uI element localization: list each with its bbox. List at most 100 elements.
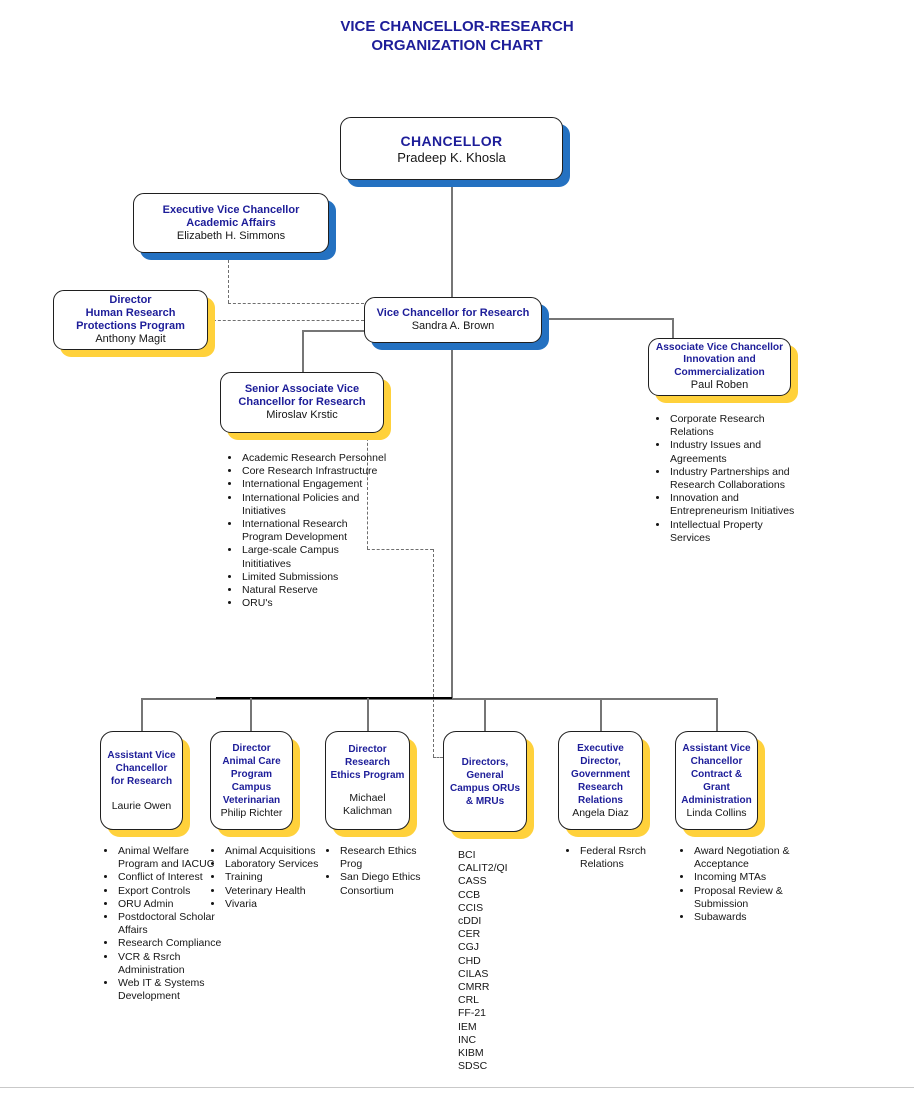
list-item: BCI bbox=[458, 849, 476, 861]
list-item: CRL bbox=[458, 994, 480, 1007]
page-title: VICE CHANCELLOR-RESEARCH ORGANIZATION CH… bbox=[340, 18, 574, 54]
node-person-name: Angela Diaz bbox=[572, 806, 629, 819]
bullet-list-avc-innovation: Corporate Research RelationsIndustry Iss… bbox=[656, 413, 805, 545]
list-item: CER bbox=[458, 928, 481, 941]
bullet-list-govt-relations: Federal Rsrch Relations bbox=[566, 845, 685, 871]
list-item: CHD bbox=[458, 954, 481, 967]
node-person-name: Pradeep K. Khosla bbox=[397, 149, 506, 165]
list-item: Innovation and Entrepreneurism Initiativ… bbox=[669, 492, 805, 518]
list-item: CILAS bbox=[458, 967, 489, 980]
node-contract-grant-avc: Assistant Vice Chancellor Contract & Gra… bbox=[675, 731, 758, 830]
connector-drop-contract-grant bbox=[716, 698, 718, 731]
list-item: CCB bbox=[458, 888, 481, 901]
list-item: International Engagement bbox=[241, 478, 387, 491]
list-item: FF-21 bbox=[458, 1007, 487, 1020]
list-item: San Diego Ethics Consortium bbox=[339, 871, 439, 897]
bullet-list-animal-care: Animal AcquisitionsLaboratory ServicesTr… bbox=[211, 845, 324, 911]
node-govt-research-relations: Executive Director, Government Research … bbox=[558, 731, 643, 830]
node-chancellor: CHANCELLOR Pradeep K. Khosla bbox=[340, 117, 563, 180]
list-item: Vivaria bbox=[224, 898, 324, 911]
connector-drop-govt-relations bbox=[600, 698, 602, 731]
node-title: Director Human Research Protections Prog… bbox=[76, 294, 185, 332]
node-person-name: Elizabeth H. Simmons bbox=[176, 229, 286, 242]
page-edge-line bbox=[0, 1087, 914, 1088]
list-item: Award Negotiation & Acceptance bbox=[693, 845, 809, 871]
connector-vcr-savc bbox=[302, 330, 365, 332]
connector-vcr-avc-innovation bbox=[542, 318, 673, 320]
node-title: CHANCELLOR bbox=[400, 132, 503, 149]
connector-drop-orus-mrus bbox=[484, 698, 486, 731]
node-person-name: Philip Richter bbox=[220, 806, 283, 819]
list-item: CMRR bbox=[458, 981, 490, 994]
bullet-list-asst-vc-research: Animal Welfare Program and IACUCConflict… bbox=[104, 845, 229, 1003]
list-item: Core Research Infrastructure bbox=[241, 465, 387, 478]
node-hrpp-director: Director Human Research Protections Prog… bbox=[53, 290, 208, 350]
node-title: Assistant Vice Chancellor for Research bbox=[107, 749, 176, 787]
list-item: Large-scale Campus Inititiatives bbox=[241, 544, 387, 570]
node-person-name: Linda Collins bbox=[686, 806, 747, 819]
list-item: Industry Issues and Agreements bbox=[669, 439, 805, 465]
node-animal-care-director: Director Animal Care Program Campus Vete… bbox=[210, 731, 293, 830]
node-person-name: Paul Roben bbox=[690, 379, 749, 392]
connector-drop-ethics bbox=[367, 698, 369, 731]
list-item: SDSC bbox=[458, 1060, 488, 1073]
list-item: International Research Program Developme… bbox=[241, 518, 387, 544]
list-item: Research Ethics Prog bbox=[339, 845, 439, 871]
node-vice-chancellor-research: Vice Chancellor for Research Sandra A. B… bbox=[364, 297, 542, 343]
connector-drop-animal-care bbox=[250, 698, 252, 731]
bullet-list-savc-research: Academic Research PersonnelCore Research… bbox=[228, 452, 387, 610]
list-item: Web IT & Systems Development bbox=[117, 977, 229, 1003]
list-item: Veterinary Health bbox=[224, 885, 324, 898]
node-title: Assistant Vice Chancellor Contract & Gra… bbox=[681, 742, 752, 806]
node-person-name: Miroslav Krstic bbox=[266, 409, 338, 421]
node-senior-avc-research: Senior Associate Vice Chancellor for Res… bbox=[220, 372, 384, 433]
list-item: Incoming MTAs bbox=[693, 871, 809, 884]
dashed-connector-into-orus bbox=[433, 757, 443, 758]
node-asst-vc-research: Assistant Vice Chancellor for Research L… bbox=[100, 731, 183, 830]
node-title: Senior Associate Vice Chancellor for Res… bbox=[238, 383, 366, 408]
connector-vcr-bottom-row bbox=[451, 343, 453, 698]
list-item: cDDI bbox=[458, 915, 482, 928]
list-item: CCIS bbox=[458, 901, 484, 914]
list-item: ORU Admin bbox=[117, 898, 229, 911]
node-person-name: Laurie Owen bbox=[111, 799, 172, 812]
list-item: Postdoctoral Scholar Affairs bbox=[117, 911, 229, 937]
node-title: Director Research Ethics Program bbox=[330, 744, 405, 781]
list-item: Animal Welfare Program and IACUC bbox=[117, 845, 229, 871]
list-item: Federal Rsrch Relations bbox=[579, 845, 685, 871]
connector-drop-asst-vc-research bbox=[141, 698, 143, 731]
node-person-name: Sandra A. Brown bbox=[411, 320, 495, 332]
dashed-connector-savc-down bbox=[367, 433, 368, 549]
dashed-connector-evc-to-vcr bbox=[228, 303, 364, 304]
dashed-connector-evc-down bbox=[228, 255, 229, 303]
dashed-connector-to-orus bbox=[433, 549, 434, 757]
node-title: Associate Vice Chancellor Innovation and… bbox=[655, 341, 784, 378]
node-person-name: Michael Kalichman bbox=[342, 792, 393, 817]
node-title: Executive Director, Government Research … bbox=[571, 742, 630, 806]
node-person-name: Anthony Magit bbox=[95, 333, 166, 345]
list-item: Intellectual Property Services bbox=[669, 519, 805, 545]
node-evc-academic-affairs: Executive Vice Chancellor Academic Affai… bbox=[133, 193, 329, 253]
node-orus-mrus-directors: Directors, General Campus ORUs & MRUs bbox=[443, 731, 527, 832]
connector-avc-innovation-drop bbox=[672, 318, 674, 339]
node-title: Directors, General Campus ORUs & MRUs bbox=[449, 756, 520, 807]
node-avc-innovation: Associate Vice Chancellor Innovation and… bbox=[648, 338, 791, 396]
list-item: Academic Research Personnel bbox=[241, 452, 387, 465]
dashed-connector-hrpp-to-vcr bbox=[208, 320, 364, 321]
node-title: Executive Vice Chancellor Academic Affai… bbox=[162, 203, 300, 229]
list-item: CALIT2/QI bbox=[458, 862, 508, 875]
connector-savc-drop bbox=[302, 330, 304, 373]
list-item: INC bbox=[458, 1033, 477, 1046]
list-item: ORU's bbox=[241, 597, 387, 610]
list-item: CGJ bbox=[458, 941, 479, 954]
list-item: International Policies and Initiatives bbox=[241, 492, 387, 518]
list-item: Limited Submissions bbox=[241, 571, 387, 584]
bullet-list-research-ethics: Research Ethics ProgSan Diego Ethics Con… bbox=[326, 845, 439, 898]
bullet-list-contract-grant: Award Negotiation & AcceptanceIncoming M… bbox=[680, 845, 809, 924]
list-item: Export Controls bbox=[117, 885, 229, 898]
list-item: Laboratory Services bbox=[224, 858, 324, 871]
list-item: Industry Partnerships and Research Colla… bbox=[669, 466, 805, 492]
list-item: CASS bbox=[458, 875, 487, 888]
list-item: Conflict of Interest bbox=[117, 871, 229, 884]
